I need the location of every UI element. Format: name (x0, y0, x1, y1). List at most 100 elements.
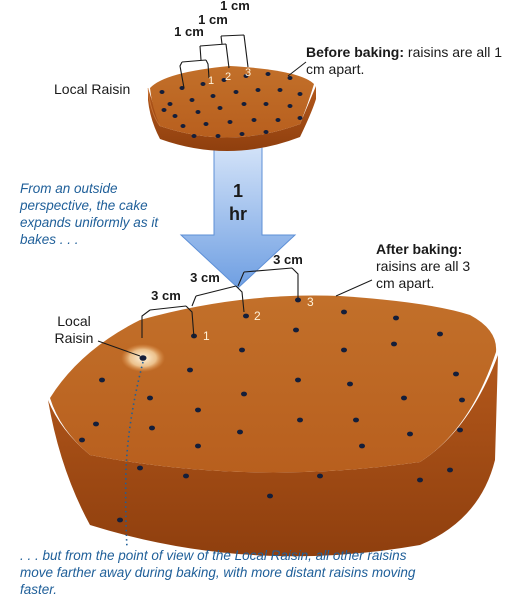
before-raisin-1: 1 (208, 75, 214, 87)
before-baking-caption-rest: raisins are all 1 cm apart. (306, 44, 503, 77)
big-cake-raisin-29 (457, 427, 463, 433)
small-cake-raisin-28 (239, 132, 245, 136)
small-cake (147, 66, 316, 152)
small-cake-raisin-17 (217, 106, 223, 110)
small-cake-raisin-30 (161, 108, 167, 112)
after-brackets (141, 267, 299, 339)
small-cake-raisin-1 (159, 90, 165, 94)
after-baking-caption-rest: raisins are all 3 cm apart. (376, 258, 471, 291)
big-cake-raisin-37 (447, 467, 453, 473)
before-raisin-2: 2 (225, 71, 231, 83)
big-cake-raisin-27 (353, 417, 359, 423)
big-cake-raisin-30 (79, 437, 85, 443)
arrow-label-bottom: hr (229, 204, 247, 224)
big-cake-raisin-15 (93, 421, 99, 427)
big-cake-raisin-33 (267, 493, 273, 499)
after-baking-caption-bold: After baking: (376, 241, 463, 257)
big-cake-raisin-12 (341, 347, 347, 353)
big-cake-raisin-3 (295, 297, 301, 303)
small-cake-raisins (159, 72, 303, 138)
small-cake-raisin-12 (255, 88, 261, 92)
small-cake-raisin-25 (275, 118, 281, 122)
small-cake-raisin-13 (277, 88, 283, 92)
local-raisin-label-line1: Local (57, 313, 91, 329)
after-dim-1: 3 cm (151, 288, 181, 303)
big-cake-raisin-11 (293, 327, 299, 333)
small-cake-raisin-8 (167, 102, 173, 106)
small-cake-raisin-22 (203, 122, 209, 126)
local-raisin-label-line2: Raisin (54, 330, 94, 346)
big-cake-raisin-16 (149, 425, 155, 431)
big-cake-raisin-25 (237, 429, 243, 435)
big-cake-raisin-34 (317, 473, 323, 479)
local-raisin-note: . . . but from the point of view of the … (20, 548, 416, 597)
after-baking-caption: After baking: raisins are all 3 cm apart… (376, 241, 491, 292)
small-cake-raisin-4 (221, 78, 227, 82)
big-cake-raisin-9 (187, 367, 193, 373)
small-cake-raisin-15 (172, 114, 178, 118)
small-cake-raisin-19 (263, 102, 269, 106)
small-cake-raisin-5 (243, 74, 249, 78)
before-dim-2: 1 cm (198, 12, 228, 27)
local-raisin-label-after: Local Raisin (44, 313, 104, 347)
small-cake-raisin-24 (251, 118, 257, 122)
after-dim-2: 3 cm (190, 270, 220, 285)
outside-perspective-note: From an outside perspective, the cake ex… (20, 181, 159, 247)
small-cake-raisin-29 (263, 130, 269, 134)
after-raisin-3: 3 (307, 295, 314, 309)
big-cake-raisin-17 (195, 407, 201, 413)
big-cake (48, 295, 498, 557)
big-cake-raisin-5 (393, 315, 399, 321)
after-raisin-2: 2 (254, 309, 261, 323)
arrow-label-top: 1 (233, 181, 243, 201)
big-cake-raisin-8 (147, 395, 153, 401)
big-cake-raisin-22 (459, 397, 465, 403)
big-cake-raisin-32 (183, 473, 189, 479)
local-raisin-after (139, 355, 147, 361)
small-cake-raisin-16 (195, 110, 201, 114)
before-caption-pointer (287, 61, 307, 77)
local-raisin-label-before: Local Raisin (54, 81, 131, 97)
big-cake-raisin-20 (347, 381, 353, 387)
small-cake-raisin-21 (180, 124, 186, 128)
big-cake-raisin-31 (117, 517, 123, 523)
before-raisin-3: 3 (245, 67, 251, 79)
big-cake-raisin-24 (195, 443, 201, 449)
big-cake-raisin-26 (297, 417, 303, 423)
small-cake-raisin-26 (191, 134, 197, 138)
after-raisin-1: 1 (203, 329, 210, 343)
small-cake-raisin-10 (210, 94, 216, 98)
big-cake-raisin-10 (239, 347, 245, 353)
after-dim-3: 3 cm (273, 252, 303, 267)
small-cake-raisin-7 (287, 76, 293, 80)
big-cake-raisin-18 (241, 391, 247, 397)
small-cake-raisin-2 (179, 86, 185, 90)
small-cake-raisin-23 (227, 120, 233, 124)
small-cake-raisin-18 (241, 102, 247, 106)
big-cake-raisin-35 (359, 443, 365, 449)
big-cake-raisin-14 (453, 371, 459, 377)
small-cake-raisin-20 (287, 104, 293, 108)
small-cake-raisin-6 (265, 72, 271, 76)
big-cake-raisins (79, 297, 465, 523)
small-cake-raisin-14 (297, 92, 303, 96)
small-cake-raisin-31 (297, 116, 303, 120)
big-cake-raisin-2 (243, 313, 249, 319)
local-raisin-dotted-line (124, 361, 144, 549)
before-dim-1: 1 cm (174, 24, 204, 39)
before-baking-caption-bold: Before baking: (306, 44, 405, 60)
time-arrow (179, 134, 297, 289)
big-cake-raisin-4 (341, 309, 347, 315)
big-cake-raisin-36 (417, 477, 423, 483)
before-baking-caption: Before baking: raisins are all 1 cm apar… (306, 44, 506, 78)
local-raisin-pointer (97, 340, 141, 357)
big-cake-raisin-19 (295, 377, 301, 383)
small-cake-raisin-27 (215, 134, 221, 138)
before-dim-3: 1 cm (220, 0, 250, 13)
big-cake-raisin-6 (437, 331, 443, 337)
big-cake-raisin-23 (137, 465, 143, 471)
big-cake-raisin-28 (407, 431, 413, 437)
big-cake-raisin-21 (401, 395, 407, 401)
small-cake-raisin-3 (200, 82, 206, 86)
